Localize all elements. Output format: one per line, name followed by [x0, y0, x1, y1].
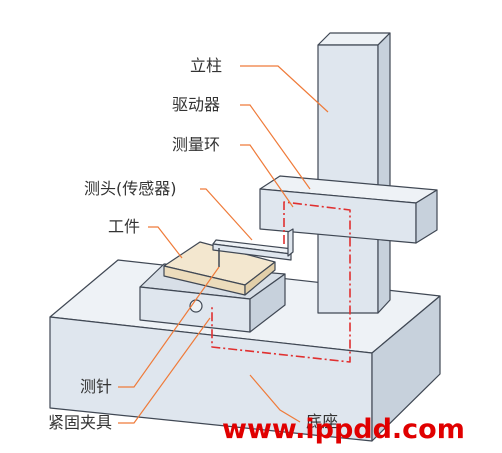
leader-stylus	[118, 266, 220, 388]
driver-arm	[259, 175, 438, 244]
measuring-loop	[211, 201, 351, 363]
label-driver: 驱动器	[172, 95, 220, 114]
leader-lines	[118, 65, 329, 424]
labels: 立柱 驱动器 测量环 测头(传感器) 工件 测针 紧固夹具 底座	[48, 56, 338, 432]
label-clamping-fixture: 紧固夹具	[48, 413, 112, 432]
watermark-text: www.ippdd.com	[222, 414, 465, 445]
label-workpiece: 工件	[108, 217, 140, 236]
leader-workpiece	[148, 226, 183, 259]
label-stylus: 测针	[80, 377, 112, 396]
leader-base	[249, 374, 301, 423]
leader-probe-head	[200, 188, 253, 241]
leader-clamping-fixture	[118, 317, 211, 424]
column	[317, 32, 391, 314]
leader-column	[240, 65, 329, 113]
label-base: 底座	[306, 412, 338, 431]
probe-head	[212, 228, 294, 261]
leader-driver	[240, 104, 311, 190]
label-measuring-loop: 测量环	[172, 135, 220, 154]
label-probe-head: 测头(传感器)	[84, 179, 177, 198]
leader-measuring-loop	[240, 144, 294, 208]
label-column: 立柱	[190, 56, 222, 75]
